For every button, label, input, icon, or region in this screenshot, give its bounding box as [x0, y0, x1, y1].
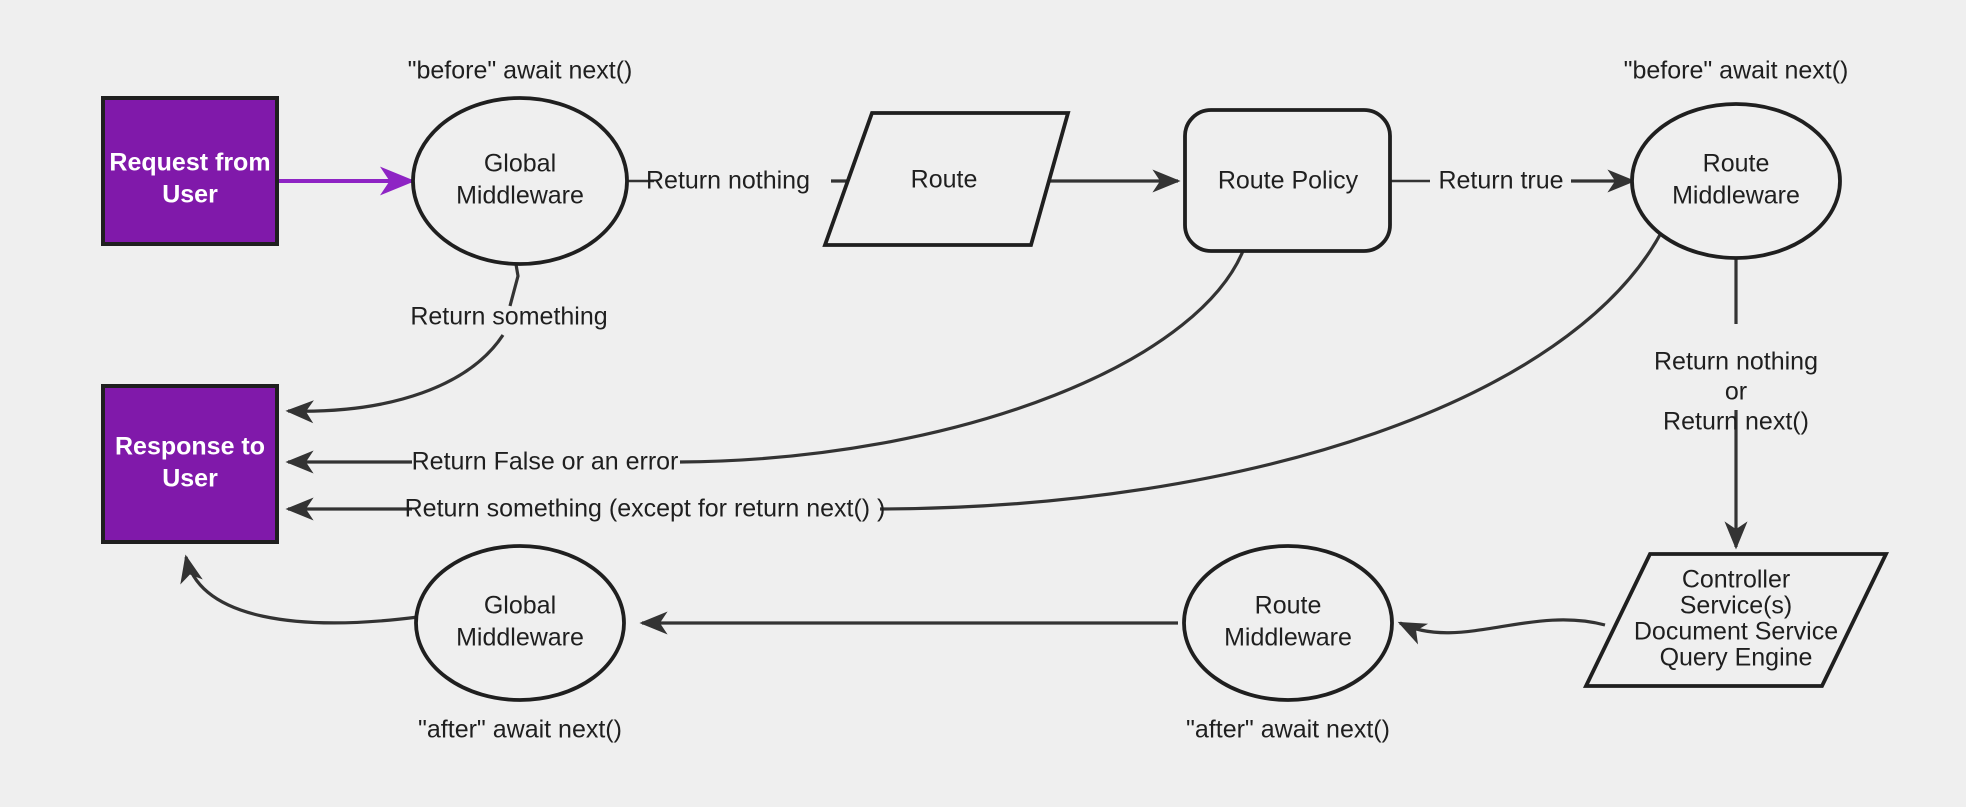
request-from-user-line2: User: [162, 181, 218, 209]
handler-line4: Query Engine: [1660, 644, 1813, 672]
node-request-from-user[interactable]: Request from User: [101, 96, 279, 246]
node-route-middleware-after[interactable]: Route Middleware: [1182, 544, 1394, 702]
edge-route-policy-to-response: Return False or an error: [285, 239, 1249, 476]
caption-route-middleware-before: "before" await next(): [1624, 57, 1849, 85]
edge-label-return-something-except-next: Return something (except for return next…: [405, 495, 886, 523]
node-global-middleware-before[interactable]: Global Middleware: [411, 96, 629, 266]
request-from-user-line1: Request from: [109, 149, 270, 177]
node-route[interactable]: Route: [822, 111, 1071, 247]
node-global-middleware-after[interactable]: Global Middleware: [414, 544, 626, 702]
handler-line2: Service(s): [1680, 592, 1793, 620]
node-handler[interactable]: Controller Service(s) Document Service Q…: [1582, 552, 1890, 688]
edge-route-middleware-to-response: Return something (except for return next…: [285, 232, 1663, 523]
node-route-middleware-before[interactable]: Route Middleware: [1630, 102, 1842, 260]
edge-label-return-nothing: Return nothing: [646, 167, 810, 195]
edge-label-return-true: Return true: [1438, 167, 1563, 195]
edge-global-middleware-to-response: Return something: [285, 246, 608, 424]
route-middleware-before-line1: Route: [1703, 150, 1770, 178]
handler-line3: Document Service: [1634, 618, 1838, 646]
edge-handler-to-route-middleware-after: [1397, 618, 1606, 645]
node-route-policy[interactable]: Route Policy: [1183, 108, 1392, 253]
edge-global-middleware-after-to-response: [180, 554, 419, 625]
edge-label-return-nothing-or-next-2: or: [1725, 378, 1747, 406]
edge-route-middleware-to-handler: Return nothing or Return next(): [1654, 239, 1818, 550]
route-middleware-before-line2: Middleware: [1672, 182, 1800, 210]
node-response-to-user[interactable]: Response to User: [101, 384, 279, 544]
caption-global-middleware-after: "after" await next(): [418, 716, 622, 744]
global-middleware-before-line2: Middleware: [456, 182, 584, 210]
edge-label-return-something: Return something: [410, 303, 607, 331]
response-to-user-line2: User: [162, 465, 218, 493]
route-label: Route: [911, 166, 978, 194]
route-middleware-after-line2: Middleware: [1224, 624, 1352, 652]
edge-label-return-nothing-or-next-3: Return next(): [1663, 408, 1809, 436]
route-policy-label: Route Policy: [1218, 167, 1359, 195]
global-middleware-after-line2: Middleware: [456, 624, 584, 652]
edge-global-middleware-to-route: Return nothing: [626, 167, 885, 195]
caption-global-middleware-before: "before" await next(): [408, 57, 633, 85]
handler-line1: Controller: [1682, 566, 1790, 594]
caption-route-middleware-after: "after" await next(): [1186, 716, 1390, 744]
response-to-user-line1: Response to: [115, 433, 265, 461]
edge-label-return-nothing-or-next-1: Return nothing: [1654, 348, 1818, 376]
edge-route-policy-to-route-middleware: Return true: [1391, 167, 1636, 195]
global-middleware-after-line1: Global: [484, 592, 556, 620]
edge-label-return-false-or-error: Return False or an error: [412, 448, 679, 476]
global-middleware-before-line1: Global: [484, 150, 556, 178]
route-middleware-after-line1: Route: [1255, 592, 1322, 620]
